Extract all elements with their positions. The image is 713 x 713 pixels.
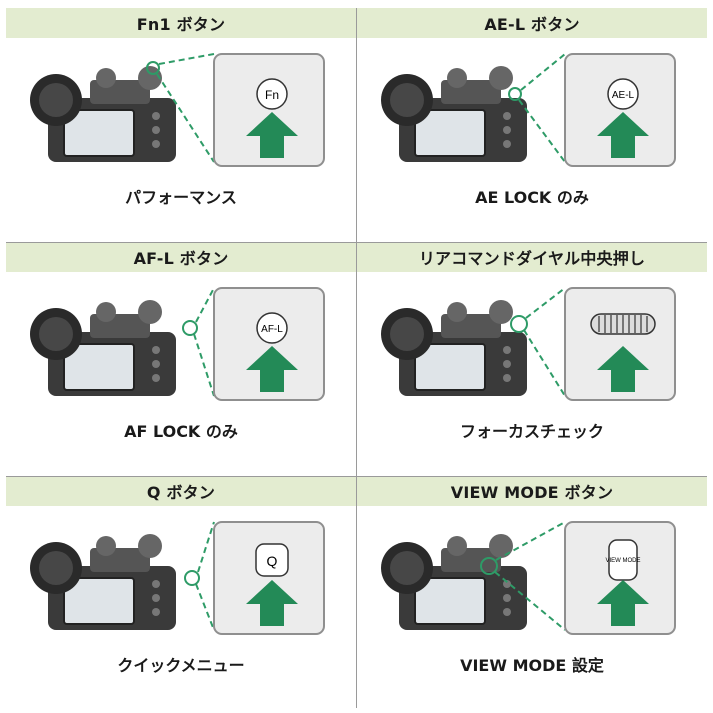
camera-icon xyxy=(30,534,176,630)
highlight-ring-icon xyxy=(510,315,528,333)
fn1-illustration: Fn xyxy=(30,53,325,167)
inset-panel: AF-L xyxy=(213,287,325,401)
highlight-ring-icon xyxy=(146,61,160,75)
camera-icon xyxy=(30,300,176,396)
highlight-ring-icon xyxy=(480,557,498,575)
cell-body: VIEW MODE VIEW MODE 設定 xyxy=(357,506,707,680)
inset-panel: Q xyxy=(213,521,325,635)
cell-body: AE-L AE LOCK のみ xyxy=(357,38,707,212)
afl-illustration: AF-L xyxy=(30,287,325,401)
camera-icon xyxy=(381,300,527,396)
button-icon xyxy=(256,78,288,110)
cell-caption: パフォーマンス xyxy=(125,188,237,207)
cell-view: VIEW MODE ボタン VIEW MODE xyxy=(357,476,707,680)
cell-caption: VIEW MODE 設定 xyxy=(460,656,604,675)
cell-caption: AE LOCK のみ xyxy=(475,188,589,207)
inset-label: AE-L xyxy=(612,90,635,101)
camera-icon xyxy=(30,66,176,162)
column-divider xyxy=(356,8,357,708)
highlight-ring-icon xyxy=(182,320,198,336)
dial-illustration xyxy=(381,287,676,401)
cell-ael: AE-L ボタン AE-L xyxy=(357,8,707,212)
camera-icon xyxy=(381,66,527,162)
cell-header: AF-L ボタン xyxy=(6,242,356,272)
cell-header: AE-L ボタン xyxy=(357,8,707,38)
view-illustration: VIEW MODE xyxy=(381,521,676,635)
inset-panel: AE-L xyxy=(564,53,676,167)
inset-panel: Fn xyxy=(213,53,325,167)
cell-body: Fn パフォーマンス xyxy=(6,38,356,212)
press-arrow-icon xyxy=(597,346,649,392)
inset-label: Fn xyxy=(265,88,279,102)
inset-label: Q xyxy=(267,553,278,569)
cell-body: フォーカスチェック xyxy=(357,272,707,446)
row-divider xyxy=(6,476,707,477)
button-function-table: Fn1 ボタン Fn xyxy=(6,8,707,708)
press-arrow-icon xyxy=(597,112,649,158)
cell-body: Q クイックメニュー xyxy=(6,506,356,680)
button-icon xyxy=(256,312,288,344)
row-divider xyxy=(6,242,707,243)
inset-label: VIEW MODE xyxy=(605,558,640,564)
cell-header: リアコマンドダイヤル中央押し xyxy=(357,242,707,272)
cell-caption: AF LOCK のみ xyxy=(124,422,238,441)
cell-fn1: Fn1 ボタン Fn xyxy=(6,8,356,212)
press-arrow-icon xyxy=(246,580,298,626)
cell-header: Fn1 ボタン xyxy=(6,8,356,38)
cell-afl: AF-L ボタン AF-L xyxy=(6,242,356,446)
cell-q: Q ボタン Q xyxy=(6,476,356,680)
cell-body: AF-L AF LOCK のみ xyxy=(6,272,356,446)
highlight-ring-icon xyxy=(184,570,200,586)
button-icon xyxy=(607,78,639,110)
button-icon xyxy=(255,543,289,577)
camera-icon xyxy=(381,534,527,630)
highlight-ring-icon xyxy=(508,87,522,101)
cell-caption: クイックメニュー xyxy=(117,656,245,675)
q-illustration: Q xyxy=(30,521,325,635)
inset-panel xyxy=(564,287,676,401)
cell-dial: リアコマンドダイヤル中央押し xyxy=(357,242,707,446)
cell-header: VIEW MODE ボタン xyxy=(357,476,707,506)
cell-header: Q ボタン xyxy=(6,476,356,506)
inset-label: AF-L xyxy=(261,324,283,335)
inset-panel: VIEW MODE xyxy=(564,521,676,635)
cell-caption: フォーカスチェック xyxy=(459,422,604,441)
press-arrow-icon xyxy=(246,112,298,158)
press-arrow-icon xyxy=(246,346,298,392)
press-arrow-icon xyxy=(597,580,649,626)
ael-illustration: AE-L xyxy=(381,53,676,167)
